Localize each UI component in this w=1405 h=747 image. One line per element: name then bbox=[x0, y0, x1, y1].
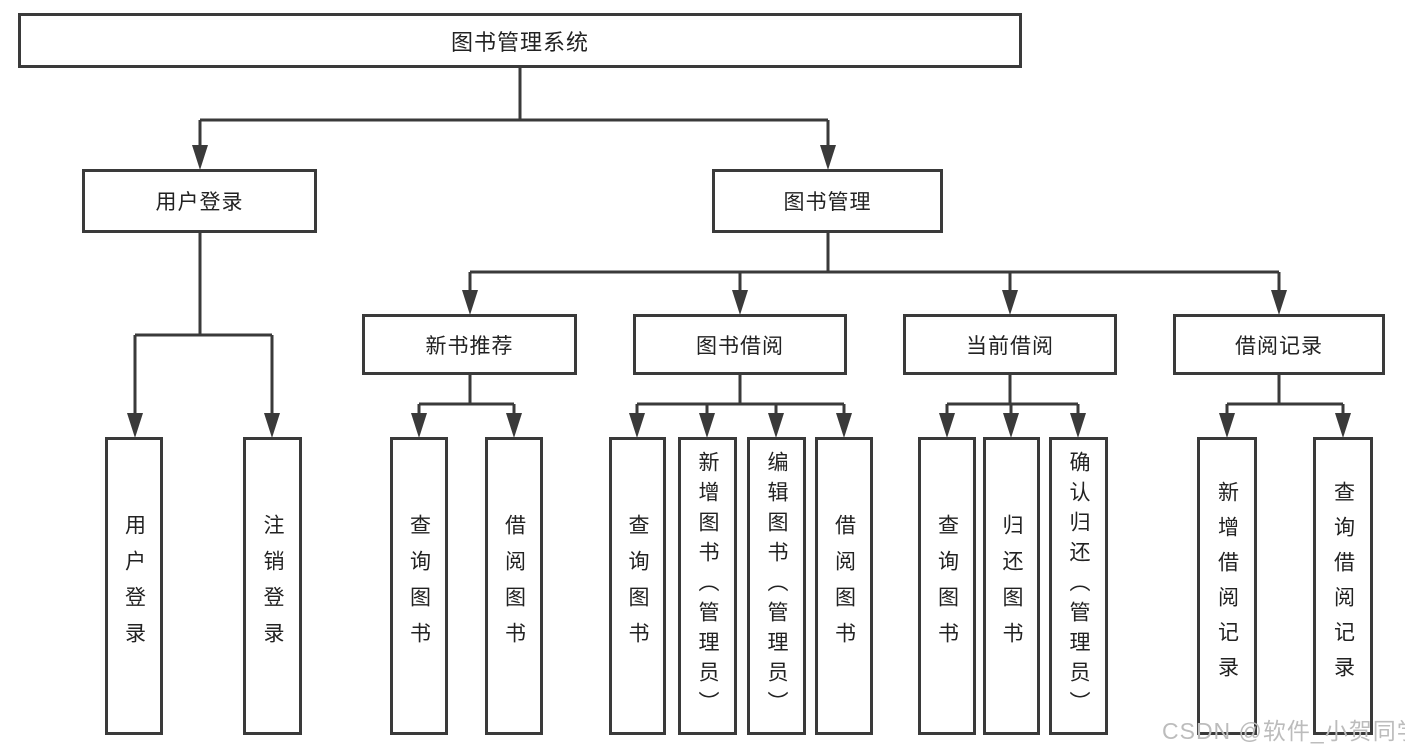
leaf-edit-book-admin: 编辑图书（管理员） bbox=[747, 437, 806, 735]
leaf-confirm-return-admin-label: 确认归还（管理员） bbox=[1067, 451, 1090, 721]
leaf-logout: 注销登录 bbox=[243, 437, 302, 735]
leaf-return-books: 归还图书 bbox=[983, 437, 1040, 735]
leaf-add-borrow-record: 新增借阅记录 bbox=[1197, 437, 1257, 735]
leaf-add-book-admin-label: 新增图书（管理员） bbox=[696, 451, 719, 721]
leaf-add-borrow-record-label: 新增借阅记录 bbox=[1215, 481, 1239, 691]
leaf-query-books-borrowing: 查询图书 bbox=[609, 437, 666, 735]
connector-user-login-children bbox=[133, 233, 274, 418]
connector-new-book-children bbox=[417, 375, 516, 418]
leaf-query-books-current-label: 查询图书 bbox=[935, 514, 959, 658]
node-borrowing-records-label: 借阅记录 bbox=[1235, 334, 1323, 358]
node-book-borrowing: 图书借阅 bbox=[633, 314, 847, 375]
node-user-login: 用户登录 bbox=[82, 169, 317, 233]
node-book-management-label: 图书管理 bbox=[783, 191, 872, 214]
node-current-borrowing: 当前借阅 bbox=[903, 314, 1117, 375]
leaf-query-books-recommend-label: 查询图书 bbox=[407, 514, 431, 658]
leaf-confirm-return-admin: 确认归还（管理员） bbox=[1049, 437, 1108, 735]
leaf-user-login-label: 用户登录 bbox=[122, 514, 146, 658]
node-borrowing-records: 借阅记录 bbox=[1173, 314, 1385, 375]
node-library-system: 图书管理系统 bbox=[18, 13, 1022, 68]
leaf-add-book-admin: 新增图书（管理员） bbox=[678, 437, 737, 735]
leaf-borrow-books-borrowing-label: 借阅图书 bbox=[832, 514, 856, 658]
node-user-login-label: 用户登录 bbox=[155, 191, 244, 214]
leaf-query-borrow-record: 查询借阅记录 bbox=[1313, 437, 1373, 735]
leaf-borrow-books-recommend: 借阅图书 bbox=[485, 437, 543, 735]
node-library-system-label: 图书管理系统 bbox=[450, 29, 589, 55]
leaf-user-login: 用户登录 bbox=[105, 437, 163, 735]
node-new-book-recommendation: 新书推荐 bbox=[362, 314, 577, 375]
leaf-query-borrow-record-label: 查询借阅记录 bbox=[1331, 481, 1355, 691]
leaf-return-books-label: 归还图书 bbox=[1000, 514, 1023, 658]
connector-current-borrow-children bbox=[945, 375, 1080, 418]
node-current-borrowing-label: 当前借阅 bbox=[966, 334, 1054, 358]
connector-root-to-level2 bbox=[198, 68, 830, 150]
watermark: CSDN @软件_小贺同学 bbox=[1162, 718, 1405, 744]
leaf-borrow-books-borrowing: 借阅图书 bbox=[815, 437, 873, 735]
connector-borrow-records-children bbox=[1225, 375, 1345, 418]
leaf-borrow-books-recommend-label: 借阅图书 bbox=[502, 514, 526, 658]
leaf-logout-label: 注销登录 bbox=[261, 514, 284, 658]
leaf-query-books-borrowing-label: 查询图书 bbox=[626, 514, 649, 658]
connector-book-mgmt-children bbox=[468, 233, 1281, 295]
leaf-query-books-recommend: 查询图书 bbox=[390, 437, 448, 735]
node-new-book-recommendation-label: 新书推荐 bbox=[425, 334, 514, 358]
leaf-query-books-current: 查询图书 bbox=[918, 437, 976, 735]
node-book-borrowing-label: 图书借阅 bbox=[696, 334, 784, 358]
leaf-edit-book-admin-label: 编辑图书（管理员） bbox=[765, 451, 788, 721]
node-book-management: 图书管理 bbox=[712, 169, 943, 233]
connector-book-borrow-children bbox=[635, 375, 846, 418]
